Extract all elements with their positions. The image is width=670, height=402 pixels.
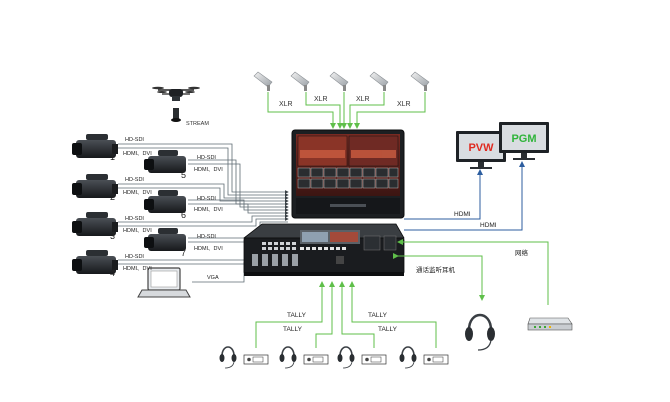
hdmi-dvi-label: HDMI、DVI	[123, 228, 152, 234]
hdmi-dvi-label: HDMI、DVI	[194, 167, 223, 173]
tally-station	[219, 346, 269, 369]
tally-station	[279, 346, 329, 369]
pvw-monitor: PVW	[456, 131, 506, 169]
laptop-icon	[137, 267, 191, 298]
camera-number: 2	[110, 192, 115, 202]
hdsdi-label: HD-SDI	[197, 155, 216, 161]
tally-beltpack-icon	[243, 354, 269, 365]
network-intercom-lines	[393, 239, 549, 305]
xlr-label: XLR	[279, 101, 293, 108]
hdsdi-label: HD-SDI	[125, 216, 144, 222]
headset-icon	[465, 313, 495, 351]
headset-icon	[279, 346, 297, 369]
camera-icon	[72, 212, 118, 236]
camera-number: 3	[110, 231, 115, 241]
pgm-label: PGM	[511, 133, 536, 145]
router-icon	[527, 317, 573, 331]
hdmi-dvi-label: HDMI、DVI	[194, 246, 223, 252]
tally-station	[337, 346, 387, 369]
hdsdi-label: HD-SDI	[197, 234, 216, 240]
headset-icon	[399, 346, 417, 369]
tally-label: TALLY	[378, 326, 398, 333]
microphones	[253, 71, 430, 91]
headset-icon	[337, 346, 355, 369]
camera-icon	[72, 250, 118, 274]
xlr-label: XLR	[397, 101, 411, 108]
microphone-icon	[253, 71, 273, 91]
video-switcher-unit	[242, 129, 405, 276]
drone-icon	[152, 86, 200, 122]
tally-station	[399, 346, 449, 369]
hdmi-dvi-label: HDMI、DVI	[194, 207, 223, 213]
camera-icon	[144, 190, 186, 213]
xlr-connections	[267, 92, 426, 129]
camera-group-left	[72, 134, 118, 274]
xlr-label: XLR	[314, 96, 328, 103]
camera-number: 6	[181, 210, 186, 220]
camera-icon	[72, 134, 118, 158]
camera-group-middle	[144, 150, 186, 251]
hdmi-output-lines	[404, 161, 525, 231]
xlr-label: XLR	[356, 96, 370, 103]
camera-icon	[144, 150, 186, 173]
microphone-icon	[410, 71, 430, 91]
input-labels: HD-SDI HDMI、DVI HD-SDI HDMI、DVI HD-SDI H…	[123, 137, 223, 281]
tally-label: TALLY	[283, 326, 303, 333]
hdsdi-label: HD-SDI	[197, 196, 216, 202]
tally-lines	[255, 281, 437, 348]
pvw-label: PVW	[468, 142, 494, 154]
camera-icon	[72, 174, 118, 198]
camera-icon	[144, 228, 186, 251]
tally-label: TALLY	[368, 312, 388, 319]
microphone-icon	[329, 71, 349, 91]
camera-number: 1	[110, 152, 115, 162]
tally-label: TALLY	[287, 312, 307, 319]
tally-beltpack-icon	[361, 354, 387, 365]
camera-number: 5	[181, 170, 186, 180]
microphone-icon	[290, 71, 310, 91]
hdsdi-label: HD-SDI	[125, 137, 144, 143]
tally-beltpack-icon	[423, 354, 449, 365]
network-label: 网络	[515, 248, 529, 257]
microphone-icon	[369, 71, 389, 91]
headset-icon	[219, 346, 237, 369]
intercom-label: 通话监听耳机	[416, 265, 456, 274]
camera-number: 4	[110, 268, 115, 278]
hdsdi-label: HD-SDI	[125, 177, 144, 183]
hdmi-dvi-label: HDMI、DVI	[123, 190, 152, 196]
vga-label: VGA	[207, 275, 219, 281]
hdmi-dvi-label: HDMI、DVI	[123, 266, 152, 272]
hdsdi-label: HD-SDI	[125, 254, 144, 260]
pgm-monitor: PGM	[499, 122, 549, 160]
hdmi-label: HDMI	[480, 222, 497, 229]
tally-beltpack-icon	[303, 354, 329, 365]
tally-stations	[219, 346, 449, 369]
hdmi-label: HDMI	[454, 211, 471, 218]
hdmi-dvi-label: HDMI、DVI	[123, 151, 152, 157]
camera-number: 7	[181, 248, 186, 258]
stream-label: STREAM	[186, 121, 209, 127]
